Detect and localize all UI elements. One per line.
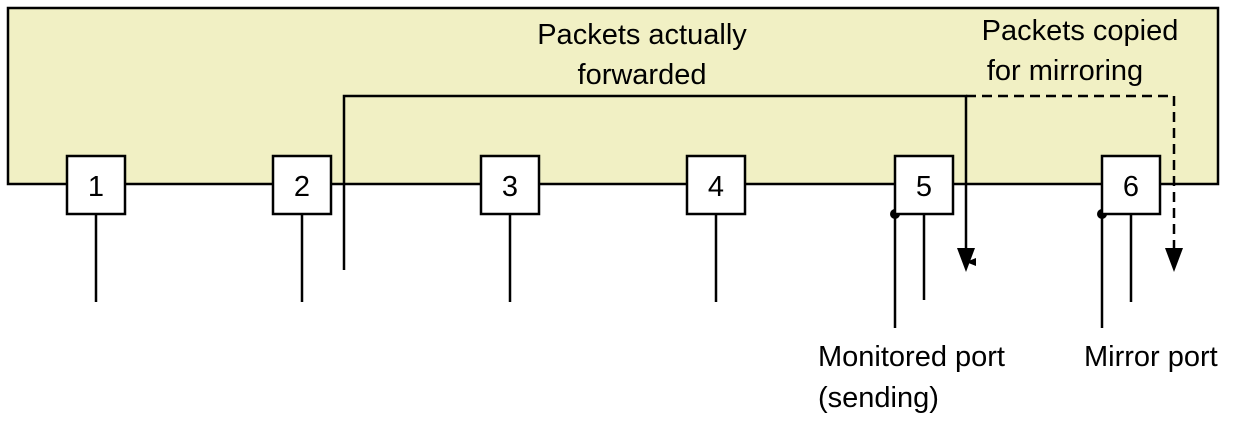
- port-4: 4: [685, 154, 747, 216]
- port-label: 2: [294, 171, 310, 203]
- monitored-port-label-line2: (sending): [818, 382, 939, 414]
- copied-label-line2: for mirroring: [987, 55, 1143, 87]
- port-3: 3: [479, 154, 541, 216]
- port-2: 2: [271, 154, 333, 216]
- port-1: 1: [65, 154, 127, 216]
- port-5: 5: [893, 154, 955, 216]
- mirror-copy-path: [966, 94, 1176, 250]
- port-6: 6: [1100, 154, 1162, 216]
- port-box: [685, 154, 747, 216]
- port-label: 5: [916, 171, 932, 203]
- port-box: [65, 154, 127, 216]
- monitored-port-label-line1: Monitored port: [818, 341, 1005, 373]
- mirror-port-label: Mirror port: [1084, 341, 1218, 373]
- port-label: 1: [88, 171, 104, 203]
- port-box: [271, 154, 333, 216]
- mirror-copy-arrowhead: [1165, 248, 1183, 272]
- port-label: 4: [708, 171, 724, 203]
- forwarded-label-line1: Packets actually: [537, 19, 747, 51]
- port-label: 3: [502, 171, 518, 203]
- copied-label-line1: Packets copied: [982, 15, 1179, 47]
- port-box: [893, 154, 955, 216]
- forwarded-arrowhead: [957, 248, 975, 272]
- port-box: [1100, 154, 1162, 216]
- forwarded-label-line2: forwarded: [578, 59, 707, 91]
- forwarded-path: [342, 94, 976, 270]
- port-label: 6: [1123, 171, 1139, 203]
- port-box: [479, 154, 541, 216]
